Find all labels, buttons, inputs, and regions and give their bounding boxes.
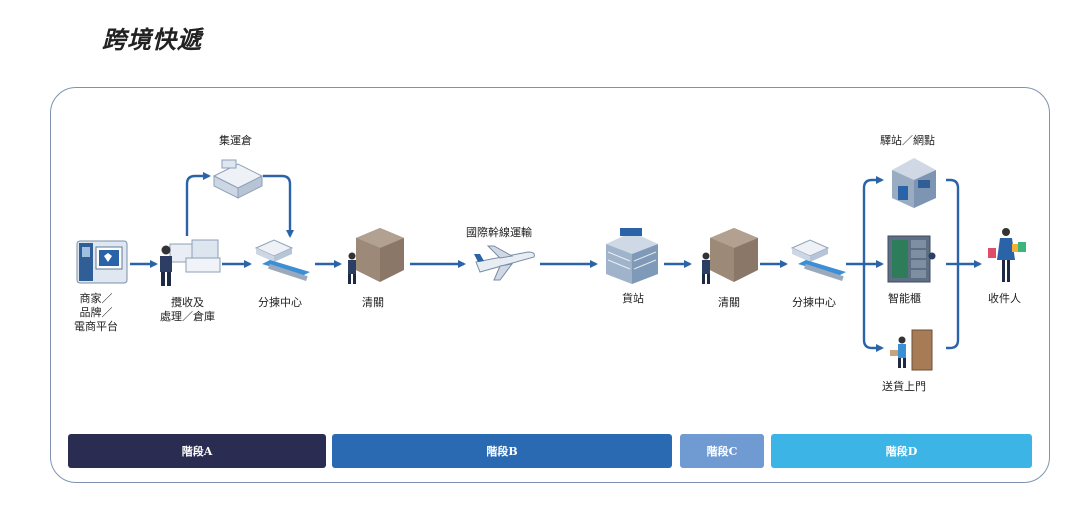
node-label-door-delivery: 送貨上門	[882, 380, 926, 394]
node-label-line: 商家／	[74, 292, 118, 306]
customs-icon	[348, 228, 404, 284]
stage-bar-c: 階段C	[680, 434, 764, 468]
storefront-icon	[77, 241, 127, 283]
node-label-line: 處理／倉庫	[160, 310, 215, 324]
node-label-line: 品牌／	[74, 306, 118, 320]
node-label-smart-locker: 智能櫃	[888, 292, 921, 306]
node-label-consolidation: 集運倉	[219, 134, 252, 148]
courier-icon	[160, 240, 220, 286]
sorting-center-icon	[256, 240, 310, 281]
stage-bar-b: 階段B	[332, 434, 672, 468]
stage-bar-a: 階段A	[68, 434, 326, 468]
node-label-line: 攬收及	[160, 296, 215, 310]
arrow-consolidation-to-sorting	[263, 176, 290, 236]
sorting-center-icon	[792, 240, 846, 281]
stage-bar-d: 階段D	[771, 434, 1032, 468]
node-label-sorting-1: 分揀中心	[258, 296, 302, 310]
arrow-to-pickup-point	[864, 180, 882, 264]
airplane-icon	[474, 246, 534, 280]
node-label-cargo-station: 貨站	[622, 292, 644, 306]
door-delivery-icon	[890, 330, 932, 370]
node-label-customs-2: 清關	[718, 296, 740, 310]
node-label-sorting-2: 分揀中心	[792, 296, 836, 310]
node-label-recipient: 收件人	[988, 292, 1021, 306]
smart-locker-icon	[888, 236, 936, 282]
arrow-pickup-to-consolidation	[187, 176, 209, 236]
customs-icon	[702, 228, 758, 284]
warehouse-icon	[214, 160, 262, 198]
node-label-pickup: 攬收及 處理／倉庫	[160, 296, 215, 324]
node-label-merchant: 商家／ 品牌／ 電商平台	[74, 292, 118, 334]
flow-arrows	[130, 176, 980, 348]
recipient-icon	[988, 228, 1026, 282]
pickup-point-icon	[892, 158, 936, 208]
node-label-linehaul: 國際幹線運輸	[466, 226, 532, 240]
arrow-to-door	[864, 264, 882, 348]
node-label-pickup-point: 驛站／網點	[880, 134, 935, 148]
node-label-line: 電商平台	[74, 320, 118, 334]
node-label-customs-1: 清關	[362, 296, 384, 310]
cargo-station-icon	[606, 228, 658, 284]
